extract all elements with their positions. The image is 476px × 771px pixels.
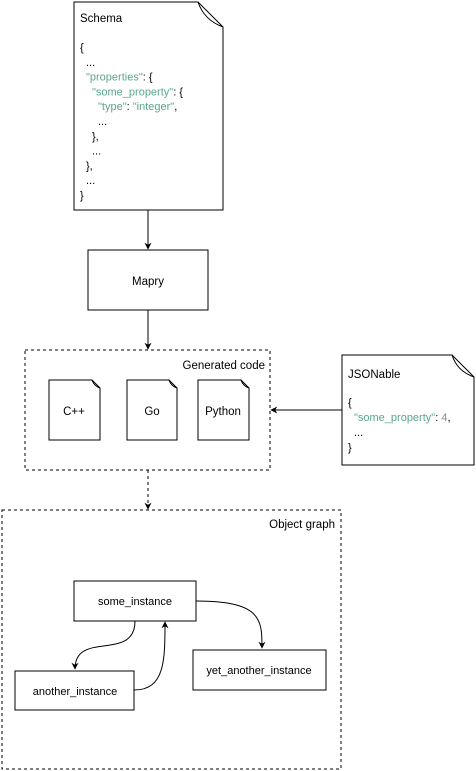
- schema-note-fold: [197, 1, 224, 28]
- edge-some-to-another: [71, 620, 136, 670]
- jsonable-code-line: }: [348, 442, 352, 454]
- schema-code-line: ...: [86, 57, 95, 69]
- cpp-file-label: C++: [63, 406, 85, 418]
- schema-code-line: ...: [86, 175, 95, 187]
- jsonable-code-line: ...: [354, 427, 363, 439]
- jsonable-note-fold: [451, 354, 475, 378]
- node-some-instance: some_instance: [73, 580, 197, 622]
- node-some-instance-label: some_instance: [98, 596, 172, 608]
- schema-code-line: },: [92, 131, 99, 143]
- node-another-instance-label: another_instance: [33, 686, 117, 698]
- python-file-label: Python: [205, 406, 241, 418]
- node-another-instance: another_instance: [14, 670, 135, 711]
- schema-code-line: ...: [98, 116, 107, 128]
- go-file: Go: [126, 379, 178, 441]
- edge-another-to-some: [133, 621, 169, 691]
- cpp-file: C++: [48, 379, 101, 441]
- mapry-box: Mapry: [87, 249, 209, 311]
- jsonable-note: JSONable {"some_property": 4,...}: [341, 354, 475, 466]
- schema-code-line: "properties": {: [86, 72, 153, 84]
- jsonable-note-shape: [341, 354, 475, 466]
- schema-code-line: ...: [92, 146, 101, 158]
- jsonable-code-line: "some_property": 4,: [354, 412, 451, 424]
- schema-code-line: }: [80, 190, 84, 202]
- schema-code-line: "some_property": {: [92, 86, 183, 98]
- node-yet-another-instance: yet_another_instance: [192, 649, 327, 691]
- go-file-label: Go: [144, 406, 159, 418]
- object-graph-container: Object graph some_instance another_insta…: [1, 509, 342, 770]
- mapry-label: Mapry: [132, 276, 164, 288]
- schema-note-title: Schema: [80, 13, 123, 25]
- schema-code-block: {... "properties": { "some_property": { "ty…: [80, 42, 183, 202]
- python-file: Python: [197, 379, 250, 441]
- schema-code-line: },: [86, 160, 93, 172]
- schema-note-shape: [73, 1, 224, 211]
- node-yet-another-instance-label: yet_another_instance: [206, 665, 311, 677]
- schema-code-line: "type": "integer",: [98, 101, 177, 113]
- jsonable-code-block: {"some_property": 4,...}: [348, 397, 451, 454]
- edge-some-to-yet-another: [195, 600, 266, 649]
- object-graph-title: Object graph: [269, 519, 335, 531]
- generated-code-title: Generated code: [183, 360, 265, 372]
- jsonable-note-title: JSONable: [348, 369, 400, 381]
- schema-note: Schema {... "properties": { "some_property…: [73, 1, 224, 211]
- jsonable-code-line: {: [348, 397, 352, 409]
- schema-code-line: {: [80, 42, 84, 54]
- generated-code-container: Generated code C++ Go Python: [24, 349, 271, 471]
